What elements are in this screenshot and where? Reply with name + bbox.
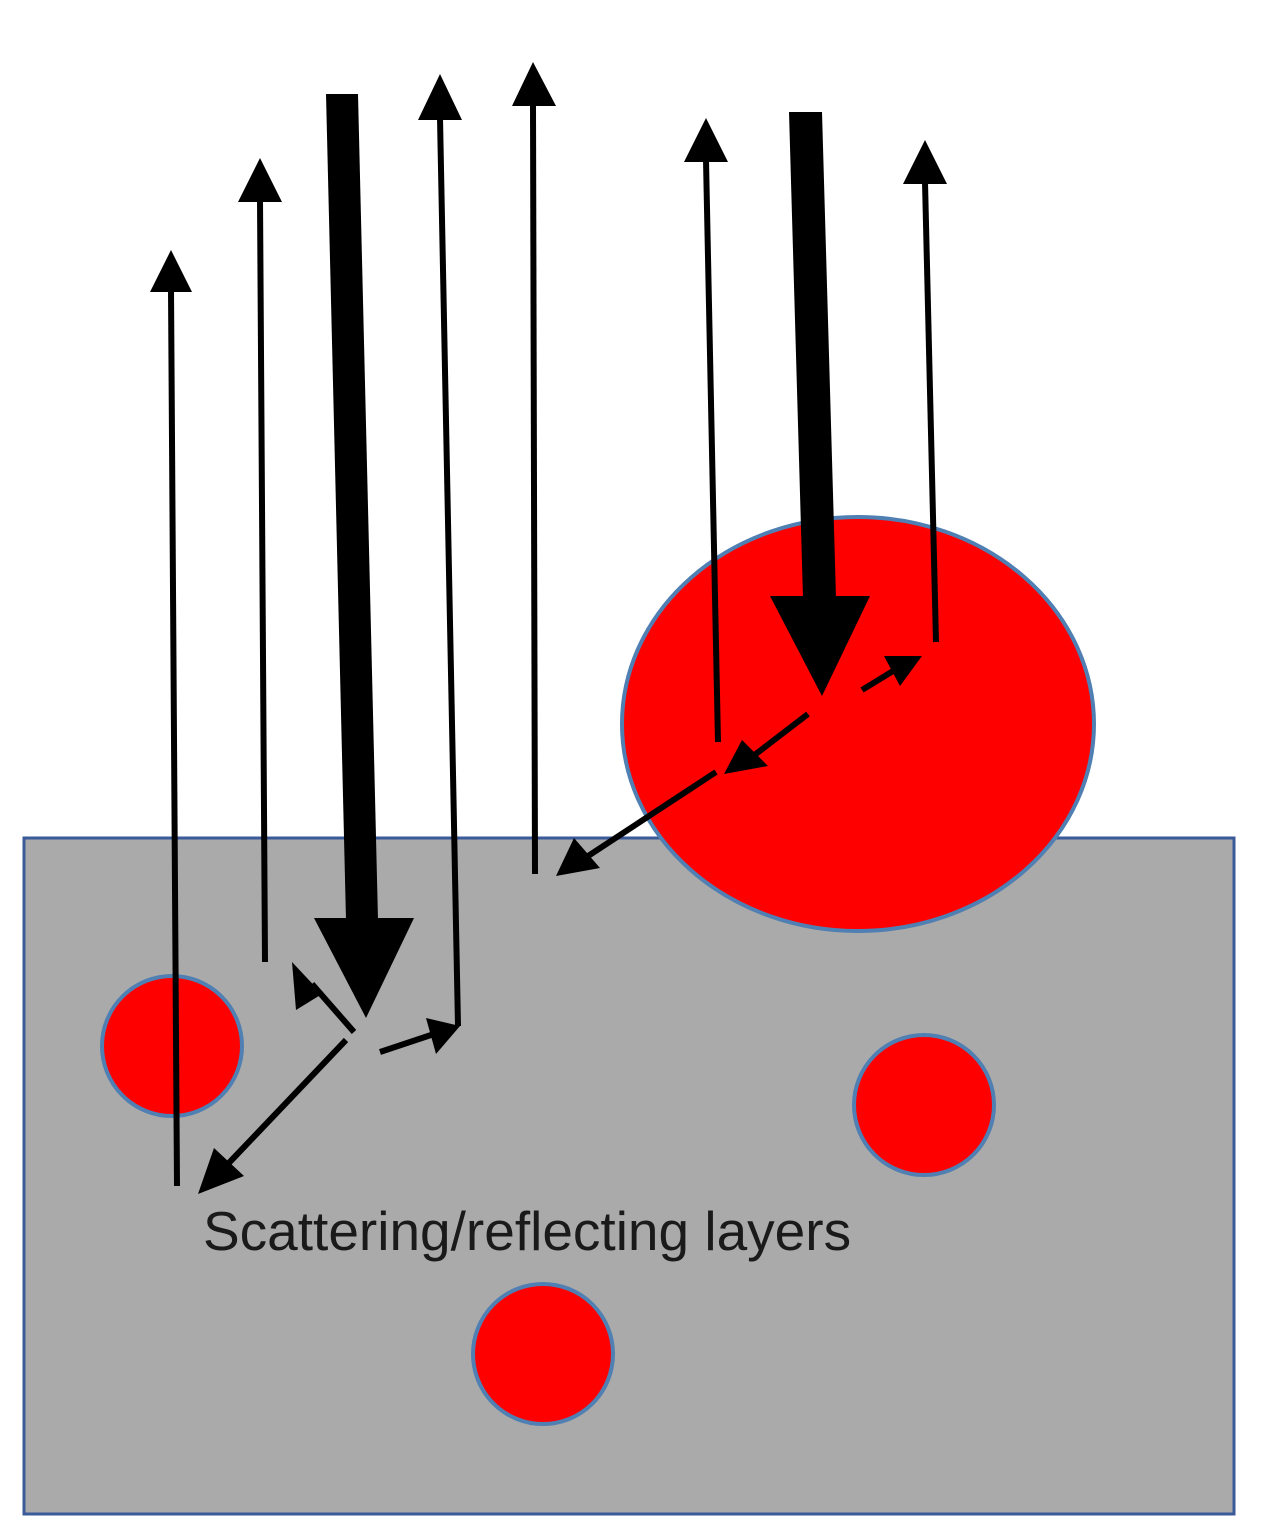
reflected-ray-1 [150, 250, 192, 1187]
scattering-layers-label: Scattering/reflecting layers [203, 1200, 851, 1262]
incident-beam-right [770, 112, 870, 696]
incident-beam-left [314, 94, 414, 1018]
reflected-ray-2 [238, 158, 282, 963]
reflected-ray-6 [903, 140, 947, 643]
large-surface-particle [620, 515, 1096, 933]
embedded-particle-right [852, 1033, 996, 1177]
scatter-arrow-downleft-particle [724, 711, 810, 774]
scatter-arrow-upright-particle [860, 656, 922, 693]
reflected-ray-5 [684, 118, 728, 743]
scatter-arrow-to-medium [556, 769, 718, 876]
reflected-ray-3 [418, 74, 462, 1027]
embedded-particle-left [100, 974, 244, 1118]
reflected-ray-4 [512, 62, 556, 875]
scatter-arrow-right [379, 1018, 460, 1055]
embedded-particle-bottom [471, 1282, 615, 1426]
scatter-arrow-upleft [292, 962, 357, 1034]
scatter-arrow-downleft [198, 1037, 349, 1194]
